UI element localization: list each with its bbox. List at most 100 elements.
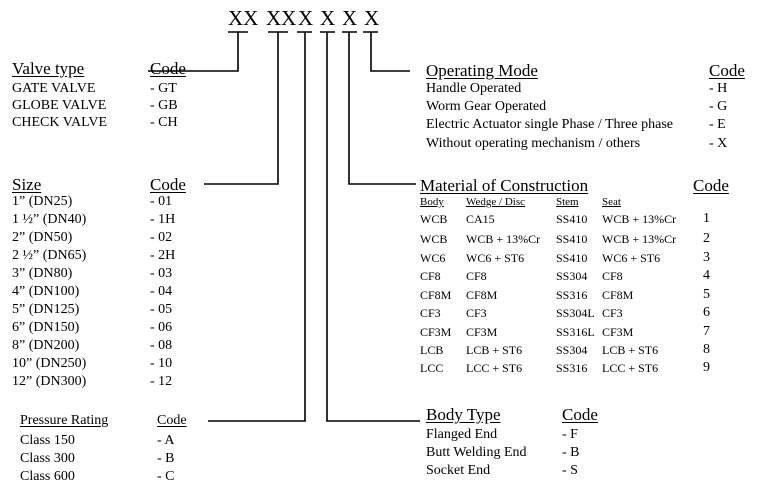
material-wedge: CA15: [466, 212, 495, 226]
pressure-rating-label: Class 600: [20, 469, 75, 484]
connector-size: [204, 32, 279, 185]
size-label: 10” (DN250): [12, 356, 87, 371]
size-code: - 2H: [150, 248, 176, 263]
material-column-seat: Seat: [602, 196, 621, 208]
size-code: - 10: [150, 356, 173, 371]
material-body: WCB: [420, 232, 448, 246]
material-stem: SS316: [556, 361, 588, 375]
size-code: - 03: [150, 266, 173, 281]
material-stem: SS410: [556, 251, 588, 265]
material-code: 4: [703, 268, 710, 283]
operating-mode-code: - G: [709, 99, 728, 114]
material-column-body: Body: [420, 196, 444, 208]
valve-type-code-header: Code: [150, 59, 186, 78]
size-code: - 01: [150, 194, 173, 209]
material-body: CF8: [420, 269, 441, 283]
body-type-code-header: Code: [562, 405, 598, 424]
code-segment-1: XX: [228, 6, 259, 30]
operating-mode-label: Without operating mechanism / others: [426, 136, 641, 151]
material-stem: SS410: [556, 232, 588, 246]
code-segment-3: X: [298, 6, 314, 30]
size-code: - 1H: [150, 212, 176, 227]
valve-type-code: - CH: [150, 115, 178, 130]
material-stem: SS410: [556, 212, 588, 226]
operating-mode-code: - H: [709, 81, 728, 96]
operating-mode-code: - E: [709, 117, 726, 132]
material-wedge: WCB + 13%Cr: [466, 232, 541, 246]
size-label: 1 ½” (DN40): [12, 212, 87, 227]
size-code: - 12: [150, 374, 173, 389]
material-body: WC6: [420, 251, 446, 265]
valve-type-label: GLOBE VALVE: [12, 98, 107, 113]
valve-type-title: Valve type: [12, 59, 85, 78]
material-seat: WCB + 13%Cr: [602, 212, 677, 226]
material-wedge: WC6 + ST6: [466, 251, 525, 265]
operating-mode-code-header: Code: [709, 61, 745, 80]
material-column-wedge: Wedge / Disc: [466, 196, 525, 208]
body-type-code: - B: [562, 445, 580, 460]
size-title: Size: [12, 175, 42, 194]
material-wedge: CF8: [466, 269, 487, 283]
operating-mode-title: Operating Mode: [426, 61, 538, 80]
size-label: 2” (DN50): [12, 230, 73, 245]
material-body: LCC: [420, 361, 444, 375]
material-title: Material of Construction: [420, 176, 589, 195]
material-code: 7: [703, 324, 710, 339]
code-segment-4: X: [320, 6, 336, 30]
material-code: 6: [703, 305, 710, 320]
size-code: - 04: [150, 284, 173, 299]
material-seat: CF8M: [602, 288, 634, 302]
operating-mode-code: - X: [709, 136, 728, 151]
size-code: - 02: [150, 230, 173, 245]
material-wedge: CF8M: [466, 288, 498, 302]
valve-type-code: - GB: [150, 98, 178, 113]
material-code: 5: [703, 287, 710, 302]
material-body: CF8M: [420, 288, 452, 302]
body-type-label: Flanged End: [426, 427, 498, 442]
material-code: 2: [703, 231, 710, 246]
material-code: 8: [703, 342, 710, 357]
size-code: - 08: [150, 338, 173, 353]
size-label: 1” (DN25): [12, 194, 73, 209]
connector-pressure-rating: [208, 32, 306, 422]
valve-type-label: CHECK VALVE: [12, 115, 108, 130]
size-code-header: Code: [150, 175, 186, 194]
size-label: 6” (DN150): [12, 320, 80, 335]
material-code: 1: [703, 211, 710, 226]
valve-type-code: - GT: [150, 81, 177, 96]
connector-valve-type: [148, 32, 239, 72]
pressure-rating-label: Class 300: [20, 451, 75, 466]
material-seat: LCC + ST6: [602, 361, 659, 375]
body-type-label: Socket End: [426, 463, 491, 478]
material-body: CF3: [420, 306, 441, 320]
size-label: 5” (DN125): [12, 302, 80, 317]
material-seat: CF3M: [602, 325, 634, 339]
pressure-rating-code: - A: [157, 433, 175, 448]
pressure-rating-title: Pressure Rating: [20, 413, 109, 428]
material-code: 9: [703, 360, 710, 375]
connector-operating-mode: [370, 32, 410, 72]
material-seat: CF8: [602, 269, 623, 283]
material-column-stem: Stem: [556, 196, 579, 208]
body-type-code: - F: [562, 427, 578, 442]
operating-mode-label: Handle Operated: [426, 81, 522, 96]
body-type-label: Butt Welding End: [426, 445, 527, 460]
material-seat: WCB + 13%Cr: [602, 232, 677, 246]
material-body: CF3M: [420, 325, 452, 339]
operating-mode-label: Worm Gear Operated: [426, 99, 547, 114]
material-body: LCB: [420, 343, 444, 357]
operating-mode-label: Electric Actuator single Phase / Three p…: [426, 117, 673, 132]
material-code: 3: [703, 250, 710, 265]
material-seat: WC6 + ST6: [602, 251, 661, 265]
material-wedge: LCC + ST6: [466, 361, 523, 375]
body-type-title: Body Type: [426, 405, 501, 424]
material-wedge: LCB + ST6: [466, 343, 523, 357]
material-wedge: CF3M: [466, 325, 498, 339]
pressure-rating-code: - C: [157, 469, 175, 484]
size-label: 8” (DN200): [12, 338, 80, 353]
material-seat: CF3: [602, 306, 623, 320]
size-label: 12” (DN300): [12, 374, 87, 389]
size-label: 4” (DN100): [12, 284, 80, 299]
pressure-rating-code-header: Code: [157, 413, 187, 428]
